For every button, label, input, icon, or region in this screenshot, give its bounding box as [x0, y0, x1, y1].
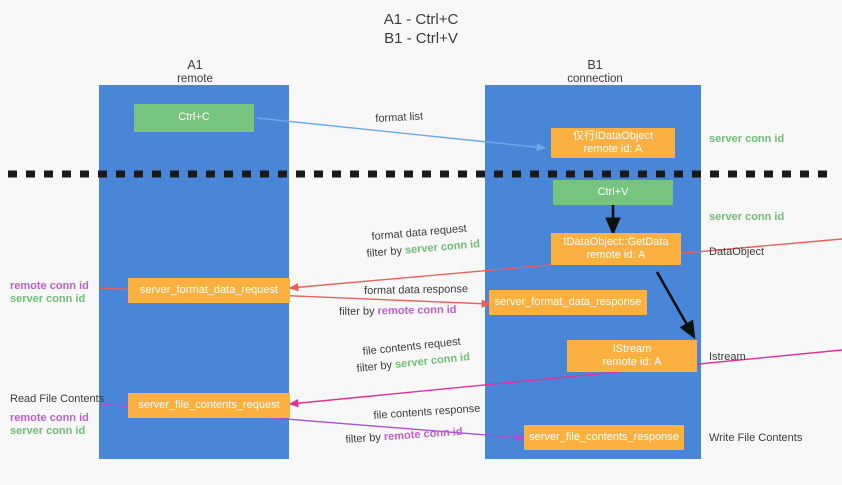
title-line-1: A1 - Ctrl+C: [383, 11, 459, 28]
label-server-conn-id-top: server conn id: [709, 133, 785, 145]
box-idataobject[interactable]: 仅行IDataObject remote id: A: [551, 128, 675, 158]
edge-fmt-resp-value: remote conn id: [377, 303, 457, 318]
lane-b1-sub: connection: [567, 73, 623, 85]
lane-a1-sub: remote: [177, 73, 213, 85]
edge-label-file-contents-response-line2: filter by remote conn id: [345, 425, 463, 447]
edge-label-file-contents-response-line1: file contents response: [373, 402, 481, 422]
box-server-file-contents-request-label: server_file_contents_request: [138, 398, 280, 411]
box-ctrl-v[interactable]: Ctrl+V: [553, 180, 673, 205]
lane-b1-name: B1: [587, 58, 603, 72]
box-ctrl-c-label: Ctrl+C: [178, 111, 210, 124]
edge-fmt-req-value: server conn id: [404, 238, 481, 257]
page-title: A1 - Ctrl+C B1 - Ctrl+V: [0, 10, 842, 48]
label-server-conn-id-second: server conn id: [709, 211, 785, 223]
box-istream-line2: remote id: A: [602, 356, 662, 368]
title-line-2: B1 - Ctrl+V: [384, 30, 458, 47]
edge-file-resp-prefix: filter by: [345, 431, 385, 446]
box-idataobject-line1: 仅行IDataObject: [572, 129, 654, 142]
lane-a1-name: A1: [187, 58, 203, 72]
edge-label-format-list: format list: [375, 110, 424, 125]
label-write-file-contents: Write File Contents: [709, 432, 803, 444]
lane-header-a1: A1 remote: [130, 58, 260, 86]
box-server-format-data-request[interactable]: server_format_data_request: [128, 278, 290, 303]
edge-fmt-req-prefix: filter by: [366, 244, 406, 260]
box-idataobject-getdata-line1: IDataObject::GetData: [563, 235, 669, 248]
edge-file-req-prefix: filter by: [356, 358, 396, 375]
label-remote-conn-id-lower: remote conn id: [10, 412, 89, 424]
box-istream-line1: IStream: [612, 342, 652, 355]
lane-header-b1: B1 connection: [530, 58, 660, 86]
edge-file-resp-value: remote conn id: [383, 425, 463, 444]
box-ctrl-v-label: Ctrl+V: [597, 185, 629, 198]
box-ctrl-c[interactable]: Ctrl+C: [134, 104, 254, 132]
box-server-format-data-response-label: server_format_data_response: [494, 295, 642, 308]
label-read-file-contents: Read File Contents: [10, 393, 105, 405]
box-idataobject-line2: remote id: A: [583, 143, 643, 155]
label-remote-conn-id-upper: remote conn id: [10, 280, 89, 292]
edge-label-format-data-response-line2: filter by remote conn id: [339, 303, 457, 319]
edge-label-format-data-response-line1: format data response: [364, 283, 469, 297]
box-server-file-contents-response-label: server_file_contents_response: [529, 430, 679, 443]
box-idataobject-getdata[interactable]: IDataObject::GetData remote id: A: [551, 233, 681, 265]
box-istream[interactable]: IStream remote id: A: [567, 340, 697, 372]
label-dataobject: DataObject: [709, 246, 765, 258]
label-istream: Istream: [709, 351, 746, 363]
label-server-conn-id-lower: server conn id: [10, 425, 86, 437]
edge-fmt-resp-prefix: filter by: [339, 305, 378, 318]
box-server-file-contents-request[interactable]: server_file_contents_request: [128, 393, 290, 418]
box-server-format-data-response[interactable]: server_format_data_response: [489, 290, 647, 315]
box-idataobject-getdata-line2: remote id: A: [586, 249, 646, 261]
box-server-format-data-request-label: server_format_data_request: [139, 283, 279, 296]
label-server-conn-id-upper: server conn id: [10, 293, 86, 305]
box-server-file-contents-response[interactable]: server_file_contents_response: [524, 425, 684, 450]
